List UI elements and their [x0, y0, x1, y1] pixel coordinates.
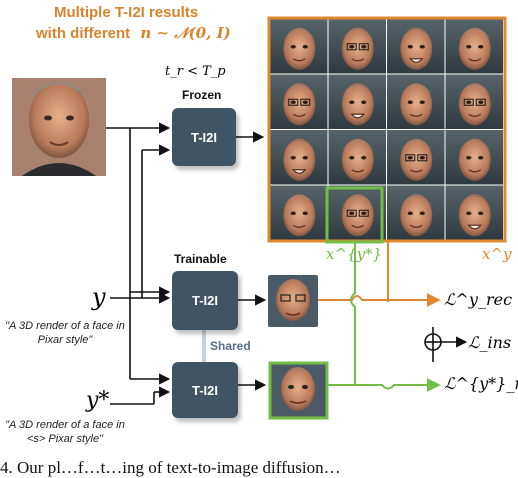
trainable-label: Trainable — [174, 252, 227, 266]
grid-face-cell — [270, 74, 328, 129]
input-face-photo — [12, 78, 106, 176]
grid-face-cell — [445, 19, 503, 74]
label-x-y-star: x^{y*} — [326, 245, 383, 263]
grid-face-cell — [445, 185, 503, 240]
grid-face-cell — [445, 74, 503, 129]
shared-model-text: T-I2I — [191, 382, 218, 398]
trainable-model-box: T-I2I — [172, 271, 238, 330]
sum-node — [424, 327, 468, 362]
trainable-output-face — [268, 275, 318, 327]
grid-face-cell — [387, 130, 445, 185]
output-grid — [270, 19, 503, 240]
title-line-2-math: n ∼ 𝒩(0, I) — [140, 24, 231, 42]
grid-face-cell — [445, 130, 503, 185]
figure-caption: 4. Our pl…f…t…ing of text-to-image diffu… — [0, 458, 341, 477]
shared-output-face — [268, 361, 329, 420]
input-connectors — [106, 122, 267, 405]
grid-face-cell — [387, 74, 445, 129]
title-line-2: with different n ∼ 𝒩(0, I) — [36, 24, 231, 42]
frozen-model-text: T-I2I — [190, 129, 217, 145]
grid-face-cell — [328, 130, 386, 185]
grid-face-cell — [387, 19, 445, 74]
input-y-star-prompt: "A 3D render of a face in <s> Pixar styl… — [5, 419, 125, 445]
shared-model-box: T-I2I — [172, 362, 238, 418]
grid-face-cell — [328, 74, 386, 129]
label-x-y: x^y — [482, 245, 512, 263]
title-line-1: Multiple T-I2I results — [54, 4, 199, 21]
loss-rec-y-star: ℒ^{y*}_rec — [444, 374, 518, 393]
orange-arrows — [318, 241, 441, 307]
frozen-model-box: T-I2I — [172, 108, 236, 166]
input-y-prompt: "A 3D render of a face in Pixar style" — [5, 320, 125, 346]
grid-face-cell — [270, 130, 328, 185]
input-y-star: y* — [86, 388, 110, 413]
loss-ins: ℒ_ins — [468, 333, 512, 352]
shared-label: Shared — [210, 339, 251, 353]
title-line-2-prefix: with different — [36, 25, 131, 42]
green-arrows — [328, 242, 441, 392]
frozen-label: Frozen — [182, 88, 222, 102]
grid-face-cell — [328, 185, 386, 240]
loss-rec-y: ℒ^y_rec — [444, 290, 513, 309]
grid-face-cell — [270, 19, 328, 74]
trainable-model-text: T-I2I — [191, 293, 218, 308]
grid-face-cell — [328, 19, 386, 74]
input-y: y — [92, 283, 106, 311]
condition-label: t_r < T_p — [165, 64, 226, 79]
grid-face-cell — [387, 185, 445, 240]
grid-face-cell — [270, 185, 328, 240]
